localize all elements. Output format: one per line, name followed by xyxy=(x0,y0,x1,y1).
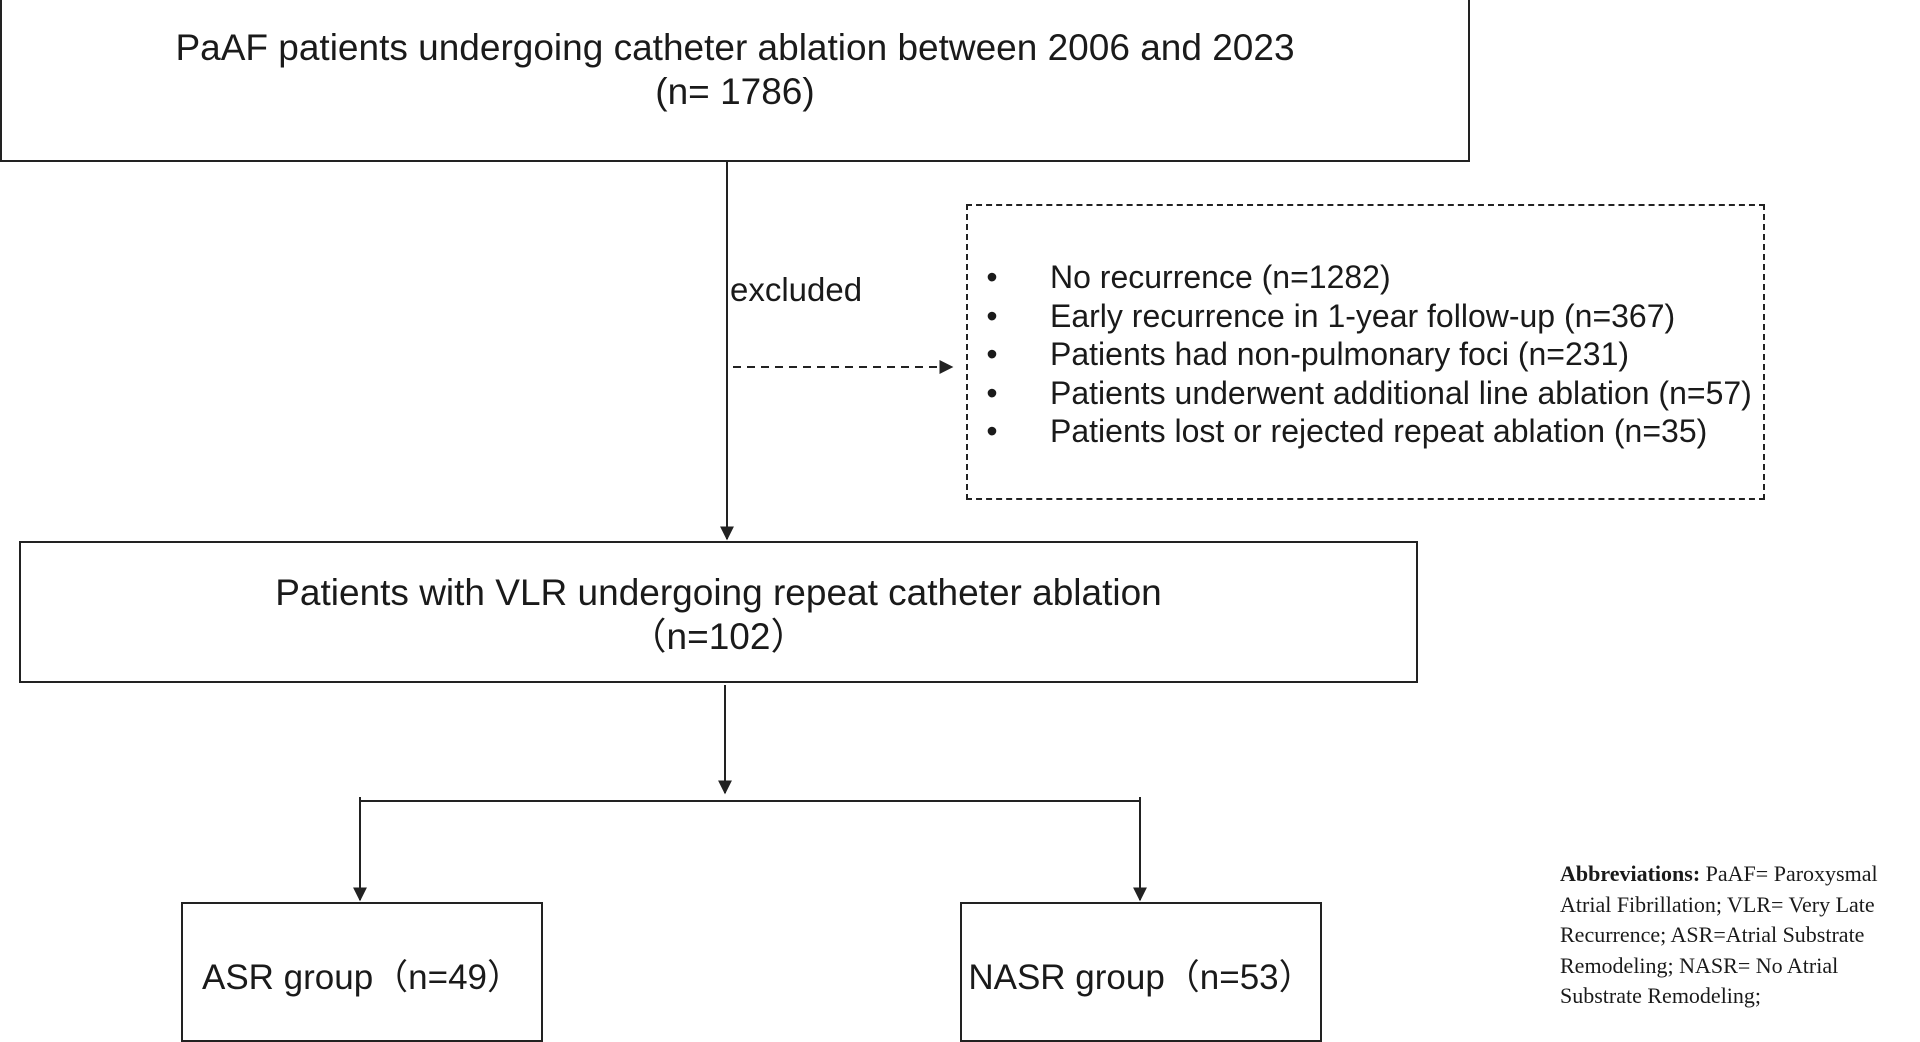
exclusion-item-text: Patients underwent additional line ablat… xyxy=(1050,374,1752,411)
top-box-line1: PaAF patients undergoing catheter ablati… xyxy=(175,27,1295,68)
exclusion-item: • Patients lost or rejected repeat ablati… xyxy=(982,412,1752,451)
exclusion-item: • Patients had non-pulmonary foci (n=231) xyxy=(982,335,1752,374)
middle-box-vlr-patients: Patients with VLR undergoing repeat cath… xyxy=(19,541,1418,683)
top-box-line2: (n= 1786) xyxy=(655,71,815,112)
bullet-icon: • xyxy=(986,336,998,372)
top-box-all-patients: PaAF patients undergoing catheter ablati… xyxy=(0,0,1470,162)
exclusion-item-text: Patients lost or rejected repeat ablatio… xyxy=(1050,413,1708,449)
bullet-icon: • xyxy=(986,374,998,411)
nasr-group-label: NASR group（n=53） xyxy=(968,958,1314,997)
exclusion-list: • No recurrence (n=1282) • Early recurrenc… xyxy=(982,258,1752,451)
exclusion-item-text: Patients had non-pulmonary foci (n=231) xyxy=(1050,336,1630,372)
exclusion-box: • No recurrence (n=1282) • Early recurrenc… xyxy=(966,204,1765,500)
nasr-group-box: NASR group（n=53） xyxy=(960,902,1322,1042)
excluded-label: excluded xyxy=(730,271,863,308)
abbreviations-heading: Abbreviations: xyxy=(1560,861,1701,886)
exclusion-item: • No recurrence (n=1282) xyxy=(982,258,1752,297)
asr-group-label: ASR group（n=49） xyxy=(201,958,523,997)
asr-group-box: ASR group（n=49） xyxy=(181,902,543,1042)
abbreviations-note: Abbreviations: PaAF= Paroxysmal Atrial F… xyxy=(1560,859,1920,1012)
bullet-icon: • xyxy=(986,297,998,334)
exclusion-item: • Patients underwent additional line abla… xyxy=(982,374,1752,413)
middle-box-line1: Patients with VLR undergoing repeat cath… xyxy=(275,572,1162,613)
bullet-icon: • xyxy=(986,413,998,449)
exclusion-item-text: Early recurrence in 1-year follow-up (n=… xyxy=(1050,297,1676,334)
exclusion-item-text: No recurrence (n=1282) xyxy=(1050,259,1391,295)
middle-box-line2: （n=102） xyxy=(629,616,808,657)
abbreviations-text: PaAF= Paroxysmal Atrial Fibrillation; VL… xyxy=(1560,861,1878,1008)
bullet-icon: • xyxy=(986,259,998,295)
exclusion-item: • Early recurrence in 1-year follow-up (n… xyxy=(982,297,1752,336)
